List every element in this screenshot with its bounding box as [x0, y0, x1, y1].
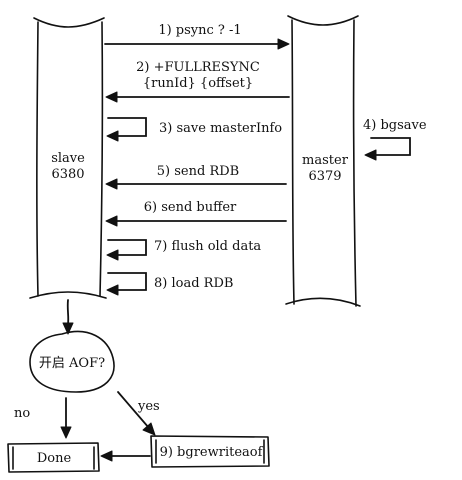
- step-4-label: 4) bgsave: [363, 118, 427, 133]
- slave-node: slave 6380: [29, 17, 107, 299]
- step-2-label-line1: 2) +FULLRESYNC: [136, 60, 260, 75]
- yes-branch-label: yes: [137, 399, 160, 414]
- step-7-self-arrow: 7) flush old data: [106, 239, 261, 261]
- step-1-label: 1) psync ? -1: [158, 23, 241, 38]
- master-label-port: 6379: [308, 169, 341, 184]
- step-1-arrow: 1) psync ? -1: [104, 23, 290, 50]
- step-8-self-arrow: 8) load RDB: [106, 272, 233, 296]
- step-5-label: 5) send RDB: [157, 164, 239, 179]
- no-branch-arrow: no: [14, 397, 72, 439]
- no-branch-label: no: [14, 406, 30, 421]
- yes-branch-arrow: yes: [117, 391, 160, 436]
- master-node: master 6379: [285, 15, 361, 307]
- step-2-label-line2: {runId} {offset}: [143, 76, 253, 91]
- bgrewriteaof-label: 9) bgrewriteaof: [160, 445, 264, 460]
- step-5-arrow: 5) send RDB: [105, 164, 287, 190]
- step-4-self-arrow: 4) bgsave: [363, 118, 427, 161]
- bgrewriteaof-node: 9) bgrewriteaof: [150, 435, 270, 468]
- step-6-arrow: 6) send buffer: [105, 200, 287, 227]
- step-8-label: 8) load RDB: [154, 276, 233, 291]
- aof-decision-node: 开启 AOF?: [29, 330, 115, 393]
- slave-label-name: slave: [51, 151, 85, 166]
- step-3-label: 3) save masterInfo: [159, 121, 282, 136]
- step-6-label: 6) send buffer: [144, 200, 237, 215]
- step-2-arrow: 2) +FULLRESYNC {runId} {offset}: [105, 60, 290, 103]
- master-label-name: master: [302, 153, 349, 168]
- step-7-label: 7) flush old data: [154, 239, 261, 254]
- bgrewriteaof-to-done-arrow: [100, 450, 151, 462]
- slave-to-decision-arrow: [62, 299, 74, 335]
- done-node: Done: [7, 442, 100, 473]
- step-3-self-arrow: 3) save masterInfo: [106, 117, 282, 142]
- slave-label-port: 6380: [51, 167, 84, 182]
- done-label: Done: [37, 451, 72, 466]
- aof-decision-label: 开启 AOF?: [39, 356, 105, 371]
